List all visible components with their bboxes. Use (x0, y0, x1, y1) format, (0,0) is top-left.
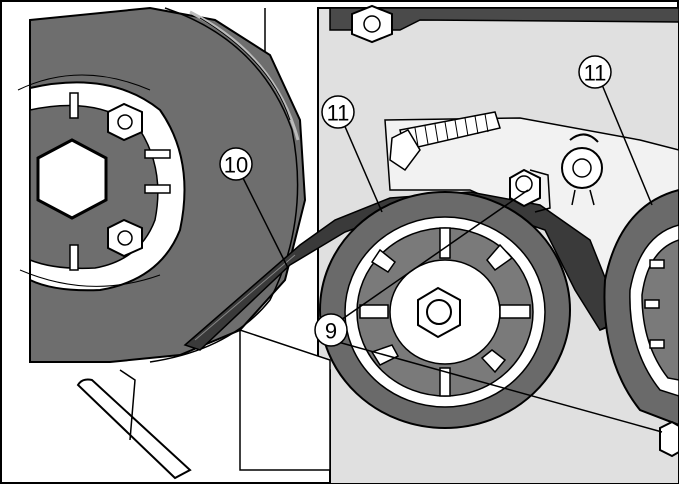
callout-belt: 10 (219, 147, 253, 181)
top-bracket (329, 7, 679, 31)
callout-nuts: 9 (314, 313, 348, 347)
adjuster-rod (389, 111, 501, 172)
top-bolt (351, 4, 393, 44)
leader-lines (239, 74, 663, 433)
callout-label-idler-center: 11 (327, 101, 350, 126)
stud-bolt-lower (659, 420, 679, 458)
hairpin-clip (561, 133, 603, 206)
drive-pulley (17, 6, 307, 363)
lower-frame (76, 328, 331, 480)
callout-label-idler-right: 11 (584, 61, 607, 86)
callout-label-belt: 10 (224, 153, 248, 178)
callout-label-nuts: 9 (325, 319, 337, 344)
idler-pulley-center (319, 191, 571, 429)
callout-idler-right: 11 (578, 55, 612, 89)
idler-pulley-right (603, 188, 679, 427)
callout-idler-center: 11 (321, 95, 355, 129)
